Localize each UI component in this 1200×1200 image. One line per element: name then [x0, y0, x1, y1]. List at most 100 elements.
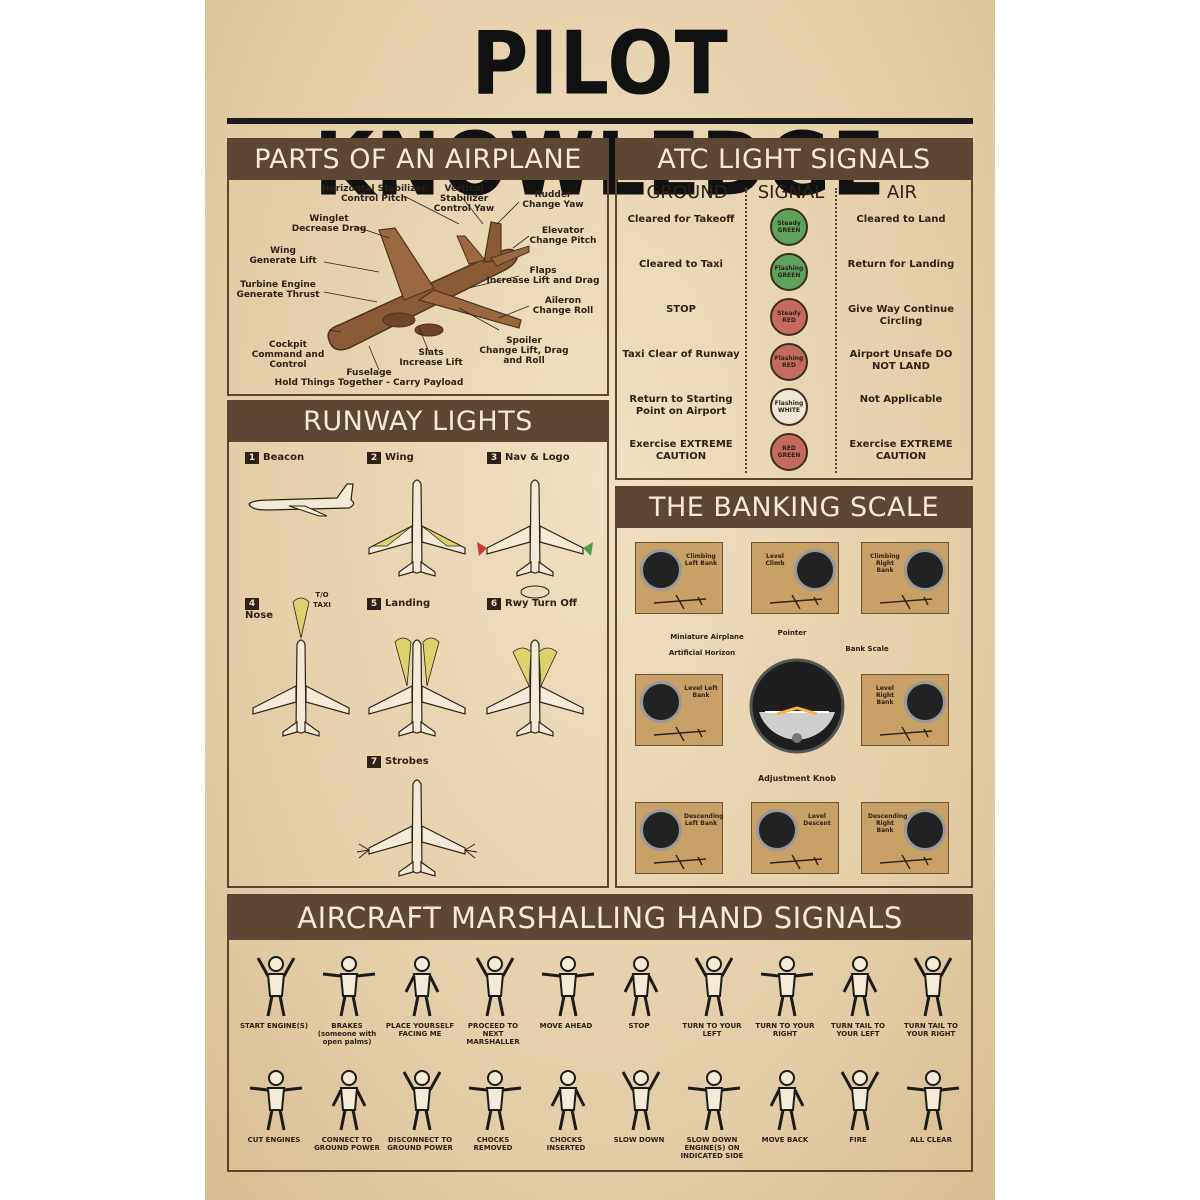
bank-card-label: Level Right Bank: [875, 685, 895, 706]
marshaller-figure-icon: [623, 956, 659, 1017]
marshaller-figure-icon: [906, 1070, 960, 1131]
bank-card-label: Climbing Left Bank: [684, 553, 718, 567]
atc-ground-text: Cleared for Takeoff: [627, 214, 735, 225]
mini-airplane-icon: [879, 854, 933, 870]
hand-signal-caption: MOVE BACK: [761, 1136, 809, 1144]
hand-heading: AIRCRAFT MARSHALLING HAND SIGNALS: [229, 896, 971, 940]
hand-signal-caption: MOVE AHEAD: [539, 1022, 593, 1030]
marshaller-figure-icon: [769, 1070, 805, 1131]
wing-plane-icon: [368, 479, 466, 577]
atc-panel: ATC LIGHT SIGNALS GROUND SIGNAL AIR Clea…: [615, 138, 973, 480]
beacon-plane-icon: [248, 483, 355, 517]
turnoff-plane-icon: [486, 639, 584, 737]
bank-card: Level Descent: [751, 802, 839, 874]
bank-card-label: Descending Right Bank: [868, 813, 908, 834]
banking-heading: THE BANKING SCALE: [617, 488, 971, 528]
part-label: Fuselage Hold Things Together - Carry Pa…: [274, 368, 464, 388]
gauge-icon: [756, 809, 798, 851]
marshaller-figure-icon: [475, 956, 515, 1017]
gauge-icon: [794, 549, 836, 591]
atc-air-text: Airport Unsafe DO NOT LAND: [849, 349, 953, 372]
hand-signal-caption: DISCONNECT TO GROUND POWER: [387, 1136, 453, 1152]
marshaller-figure-icon: [331, 1070, 367, 1131]
hand-signal-caption: TURN TO YOUR RIGHT: [755, 1022, 815, 1038]
hand-signal-caption: START ENGINE(S): [239, 1022, 309, 1030]
atc-ground-text: Taxi Clear of Runway: [622, 349, 740, 360]
atc-divider: [745, 188, 747, 473]
atc-heading: ATC LIGHT SIGNALS: [617, 140, 971, 180]
banking-label-pointer: Pointer: [777, 629, 807, 637]
atc-col-air: AIR: [886, 182, 918, 203]
atc-ground-text: Exercise EXTREME CAUTION: [629, 439, 733, 462]
part-label: Spoiler Change Lift, Drag and Roll: [479, 336, 569, 366]
gauge-icon: [904, 549, 946, 591]
atc-signal-light: Steady GREEN: [770, 208, 808, 246]
banking-label-miniature: Miniature Airplane: [670, 633, 744, 641]
hand-signal-caption: PROCEED TO NEXT MARSHALLER: [466, 1022, 520, 1046]
mini-airplane-icon: [653, 594, 707, 610]
runway-diagrams: [248, 479, 593, 877]
marshaller-figure-icon: [550, 1070, 586, 1131]
part-label: Aileron Change Roll: [532, 296, 594, 316]
parts-panel: PARTS OF AN AIRPLANE: [227, 138, 609, 396]
bank-card-label: Descending Left Bank: [684, 813, 724, 827]
banking-label-knob: Adjustment Knob: [757, 774, 837, 783]
atc-air-text: Give Way Continue Circling: [847, 304, 955, 327]
bank-card: Climbing Right Bank: [861, 542, 949, 614]
marshaller-figure-icon: [404, 956, 440, 1017]
airplane-diagram: [323, 195, 530, 371]
hand-signal-caption: CONNECT TO GROUND POWER: [314, 1136, 380, 1152]
gauge-icon: [904, 809, 946, 851]
hand-signal-caption: ALL CLEAR: [910, 1136, 952, 1144]
bank-card-label: Level Left Bank: [684, 685, 718, 699]
atc-signal-light: Flashing RED: [770, 343, 808, 381]
gauge-icon: [640, 809, 682, 851]
bank-card-label: Level Descent: [803, 813, 831, 827]
marshaller-figure-icon: [322, 956, 376, 1017]
landing-plane-icon: [368, 637, 466, 737]
atc-col-signal: SIGNAL: [757, 182, 825, 203]
atc-air-text: Return for Landing: [847, 259, 955, 270]
mini-airplane-icon: [769, 594, 823, 610]
marshaller-figure-icon: [840, 1070, 880, 1131]
atc-signal-light: RED GREEN: [770, 433, 808, 471]
marshaller-figure-icon: [249, 1070, 303, 1131]
mini-airplane-icon: [653, 726, 707, 742]
gauge-icon: [640, 549, 682, 591]
part-label: Winglet Decrease Drag: [291, 214, 367, 234]
parts-heading: PARTS OF AN AIRPLANE: [229, 140, 607, 180]
bank-card: Level Left Bank: [635, 674, 723, 746]
bank-card: Climbing Left Bank: [635, 542, 723, 614]
part-label: Wing Generate Lift: [249, 246, 317, 266]
hand-signal-caption: CHOCKS INSERTED: [546, 1136, 586, 1152]
bank-card: Descending Right Bank: [861, 802, 949, 874]
bank-card: Descending Left Bank: [635, 802, 723, 874]
hand-signal-caption: TURN TO YOUR LEFT: [682, 1022, 742, 1038]
bank-card: Level Right Bank: [861, 674, 949, 746]
part-label: Horizontal Stabilizer Control Pitch: [322, 184, 426, 204]
mini-airplane-icon: [653, 854, 707, 870]
nose-plane-icon: [252, 597, 350, 737]
part-label: Turbine Engine Generate Thrust: [236, 280, 320, 300]
gauge-icon: [640, 681, 682, 723]
bank-card-label: Climbing Right Bank: [870, 553, 900, 574]
atc-col-ground: GROUND: [646, 182, 728, 203]
banking-label-bank: Bank Scale: [845, 645, 889, 653]
hand-signal-caption: CUT ENGINES: [247, 1136, 301, 1144]
atc-signal-light: Flashing WHITE: [770, 388, 808, 426]
atc-ground-text: Cleared to Taxi: [639, 259, 723, 270]
atc-air-text: Cleared to Land: [856, 214, 946, 225]
hand-signal-caption: CHOCKS REMOVED: [473, 1136, 513, 1152]
atc-signal-light: Steady RED: [770, 298, 808, 336]
mini-airplane-icon: [879, 594, 933, 610]
part-label: Rudder Change Yaw: [522, 190, 584, 210]
part-label: Slats Increase Lift: [399, 348, 463, 368]
airplane-icon: [327, 221, 530, 351]
atc-ground-text: Return to Starting Point on Airport: [629, 394, 733, 417]
hand-signal-caption: TURN TAIL TO YOUR RIGHT: [903, 1022, 959, 1038]
marshaller-figure-icon: [541, 956, 595, 1017]
